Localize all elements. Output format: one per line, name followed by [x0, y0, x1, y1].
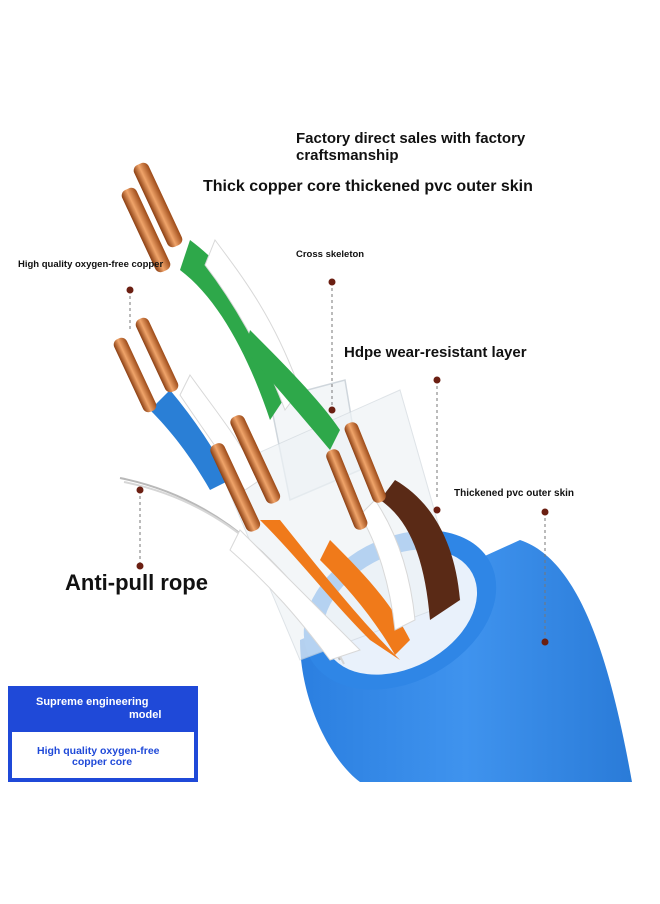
callout-hdpe-label: Hdpe wear-resistant layer: [344, 344, 527, 361]
blue-pair: [113, 317, 261, 491]
headline-line-2: craftsmanship: [296, 147, 399, 164]
badge-title-line-1: Supreme engineering: [36, 696, 149, 708]
callout-pvc-label: Thickened pvc outer skin: [454, 488, 575, 499]
badge-desc-line-2: copper core: [72, 756, 133, 768]
green-pair: [121, 162, 340, 450]
subheadline: Thick copper core thickened pvc outer sk…: [203, 178, 533, 195]
callout-dots: [126, 278, 549, 646]
headline-line-1: Factory direct sales with factory: [296, 130, 526, 147]
badge-title: Supreme engineering model: [10, 688, 196, 730]
callout-cross-skeleton-label: Cross skeleton: [296, 249, 365, 260]
orange-pair: [210, 415, 410, 661]
callout-rope-label: Anti-pull rope: [65, 570, 208, 595]
badge-title-line-2: model: [129, 709, 162, 721]
callout-copper-label: High quality oxygen-free copper: [18, 259, 164, 270]
engineering-badge: Supreme engineering model High quality o…: [8, 686, 198, 782]
brown-pair: [326, 422, 460, 631]
badge-desc-line-1: High quality oxygen-free: [37, 745, 160, 757]
callout-leaders: [129, 282, 546, 642]
badge-description: High quality oxygen-free copper core: [12, 732, 194, 778]
headline: Factory direct sales with factory crafts…: [296, 130, 586, 164]
